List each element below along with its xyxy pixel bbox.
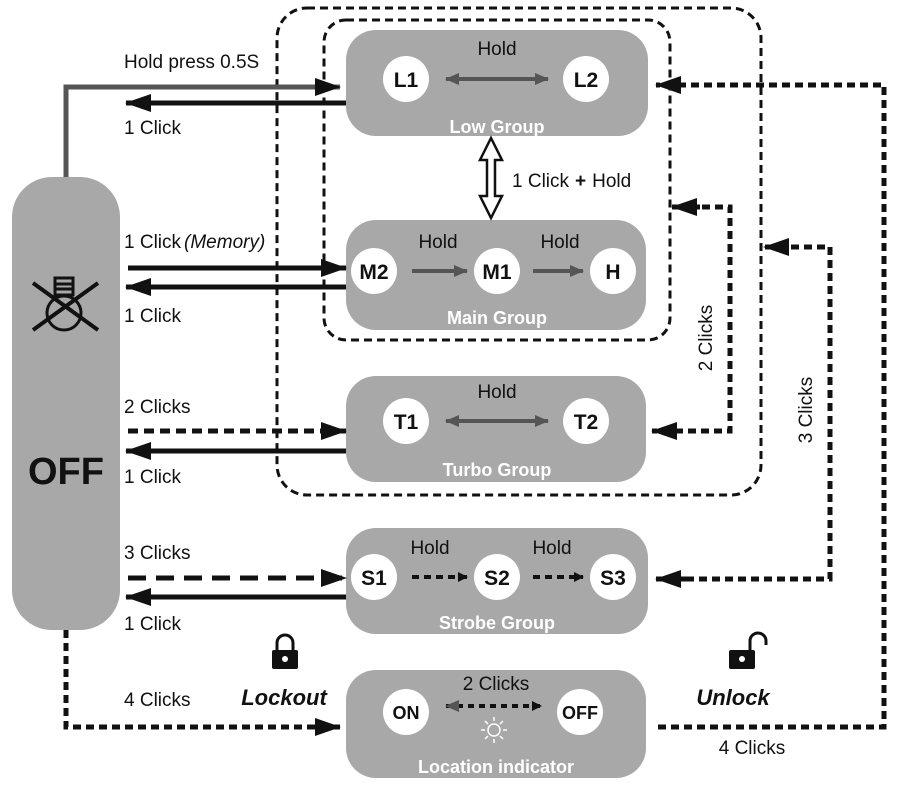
- mode-s3[interactable]: [590, 554, 636, 600]
- strobe-return-label: 1 Click: [124, 614, 182, 635]
- mode-t2[interactable]: [563, 398, 609, 444]
- turbo-hold-label: Hold: [477, 382, 516, 403]
- turbo-clicks-label: 2 Clicks: [124, 397, 191, 418]
- strobe-clicks-label: 3 Clicks: [124, 543, 191, 564]
- sun-indicator-icon: [481, 717, 507, 743]
- low-return-label: 1 Click: [124, 118, 182, 139]
- mode-m1-label: M1: [482, 261, 511, 284]
- location-toggle-label: 2 Clicks: [463, 674, 530, 695]
- mode-l2[interactable]: [563, 56, 609, 102]
- lockout-label: Lockout: [241, 685, 328, 710]
- main-group-name: Main Group: [447, 308, 547, 328]
- turbo-group-name: Turbo Group: [443, 460, 552, 480]
- location-group[interactable]: ON OFF 2 Clicks Location indicator: [346, 670, 646, 778]
- mode-s2[interactable]: [474, 554, 520, 600]
- low-group-name: Low Group: [450, 117, 545, 137]
- location-low-loop-arrow: [655, 76, 887, 730]
- hold-press-arrow: [63, 78, 341, 177]
- mode-loc-on[interactable]: [383, 689, 429, 735]
- turbo-group[interactable]: T1 T2 Hold Turbo Group: [346, 376, 646, 482]
- low-hold-label: Hold: [477, 39, 516, 60]
- low-main-arrow: [477, 135, 505, 221]
- strobe-main-loop-arrow: [660, 238, 833, 582]
- location-clicks-arrow: [63, 630, 341, 736]
- inner-dashed-boundary: [322, 18, 672, 342]
- padlock-closed-icon: [272, 633, 298, 669]
- mode-loc-off[interactable]: [557, 689, 603, 735]
- mode-s3-label: S3: [600, 567, 626, 590]
- mode-h-label: H: [605, 261, 620, 284]
- mode-m2[interactable]: [351, 248, 397, 294]
- main-hold-label-2: Hold: [540, 232, 579, 253]
- mode-m2-label: M2: [359, 261, 388, 284]
- mode-t2-label: T2: [574, 411, 599, 434]
- mode-loc-on-label: ON: [393, 703, 420, 723]
- location-group-name: Location indicator: [418, 757, 574, 777]
- unlock-label: Unlock: [696, 685, 771, 710]
- mode-s2-label: S2: [484, 567, 510, 590]
- off-label: OFF: [28, 451, 104, 493]
- mode-s1[interactable]: [351, 554, 397, 600]
- hold-press-label: Hold press 0.5S: [124, 52, 259, 73]
- mode-t1[interactable]: [383, 398, 429, 444]
- strobe-hold-label-2: Hold: [532, 538, 571, 559]
- mode-h[interactable]: [590, 248, 636, 294]
- turbo-return-label: 1 Click: [124, 467, 182, 488]
- right-four-clicks-label: 4 Clicks: [719, 738, 786, 759]
- strobe-group[interactable]: S1 S2 S3 Hold Hold Strobe Group: [346, 528, 648, 634]
- strobe-group-name: Strobe Group: [439, 613, 555, 633]
- low-group[interactable]: L1 L2 Hold Low Group: [346, 30, 648, 137]
- location-clicks-label: 4 Clicks: [124, 690, 191, 711]
- right-two-clicks-label: 2 Clicks: [696, 305, 717, 372]
- outer-dashed-boundary: [275, 6, 763, 497]
- right-three-clicks-label: 3 Clicks: [796, 377, 817, 444]
- main-hold-label-1: Hold: [418, 232, 457, 253]
- off-state[interactable]: OFF: [12, 177, 120, 630]
- mode-l2-label: L2: [574, 69, 599, 92]
- turbo-main-loop-arrow: [651, 204, 733, 440]
- mode-loc-off-label: OFF: [562, 703, 598, 723]
- mode-t1-label: T1: [394, 411, 419, 434]
- mode-l1-label: L1: [394, 69, 419, 92]
- main-group[interactable]: M2 M1 H Hold Hold Main Group: [346, 220, 646, 330]
- mode-l1[interactable]: [383, 56, 429, 102]
- padlock-open-icon: [729, 631, 768, 669]
- mode-s1-label: S1: [361, 567, 387, 590]
- low-main-label: 1 Click+Hold: [512, 171, 631, 192]
- mode-m1[interactable]: [474, 248, 520, 294]
- main-click-label: 1 Click(Memory): [124, 232, 265, 253]
- strobe-hold-label-1: Hold: [410, 538, 449, 559]
- main-return-label: 1 Click: [124, 306, 182, 327]
- crossed-bulb-icon: [31, 276, 100, 332]
